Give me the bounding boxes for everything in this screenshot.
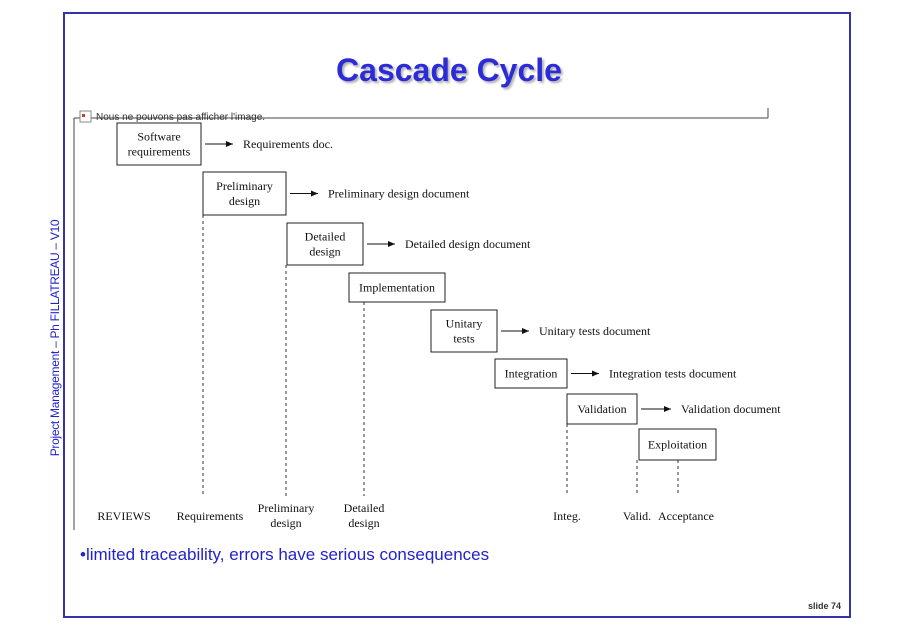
phase-box	[566, 393, 638, 425]
phase-box	[348, 272, 446, 303]
phase-box	[202, 171, 287, 216]
slide-number: slide 74	[808, 601, 842, 611]
slide-frame	[63, 12, 851, 618]
broken-image-alt: Nous ne pouvons pas afficher l'image.	[96, 112, 265, 123]
phase-output-label: Validation document	[681, 402, 781, 416]
review-label: Acceptance	[658, 509, 714, 523]
phase-output-label: Detailed design document	[405, 237, 531, 251]
page-title: Cascade Cycle	[336, 52, 562, 88]
phase-label: Unitary	[446, 317, 483, 331]
phase-label: Implementation	[359, 281, 435, 295]
phase-label: design	[309, 245, 340, 259]
phase-output-label: Unitary tests document	[539, 324, 651, 338]
phase-output-label: Preliminary design document	[328, 187, 470, 201]
review-label: Preliminary	[258, 501, 315, 515]
review-label: Integ.	[553, 509, 581, 523]
cascade-diagram: Nous ne pouvons pas afficher l'image. So…	[73, 108, 781, 533]
phase-box	[638, 428, 717, 461]
review-label: REVIEWS	[97, 509, 150, 523]
sidebar-label: Project Management – Ph FILLATREAU – V10	[48, 219, 62, 457]
phase-output-label: Integration tests document	[609, 367, 737, 381]
review-label: design	[348, 516, 379, 530]
phase-label: Integration	[505, 367, 558, 381]
phase-box	[116, 122, 202, 166]
phase-label: tests	[453, 332, 475, 346]
review-label: design	[270, 516, 301, 530]
broken-image-icon	[79, 110, 92, 123]
phase-label: Preliminary	[216, 179, 273, 193]
phase-box	[430, 309, 498, 353]
cascade-diagram-svg: Nous ne pouvons pas afficher l'image. So…	[73, 108, 781, 530]
phase-label: requirements	[128, 145, 191, 159]
phase-label: Software	[137, 130, 180, 144]
bullet-text: •limited traceability, errors have serio…	[80, 545, 490, 564]
phase-box	[286, 222, 364, 266]
review-label: Requirements	[177, 509, 244, 523]
phase-label: Detailed	[305, 230, 346, 244]
phase-label: Validation	[577, 402, 626, 416]
phase-label: Exploitation	[648, 438, 707, 452]
phase-output-label: Requirements doc.	[243, 137, 333, 151]
review-label: Detailed	[344, 501, 385, 515]
phase-box	[494, 358, 568, 389]
review-label: Valid.	[623, 509, 651, 523]
phase-label: design	[229, 194, 260, 208]
